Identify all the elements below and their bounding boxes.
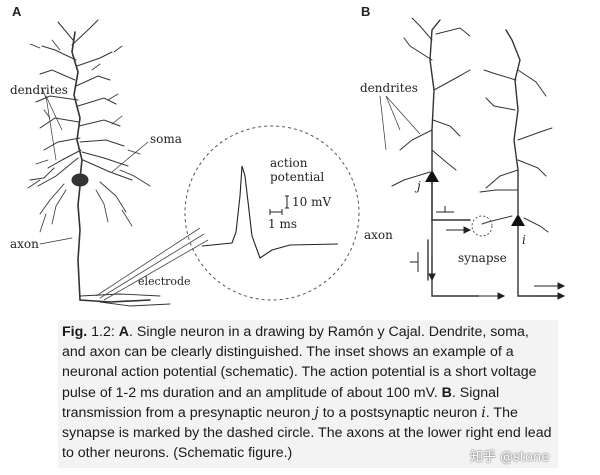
synapse-circle bbox=[471, 215, 493, 237]
neuron-i-label: i bbox=[522, 233, 526, 247]
caption-part-d: . The synapse is marked by the dashed ci… bbox=[62, 404, 552, 462]
neuron-drawing bbox=[27, 19, 171, 307]
caption-part-c: to a postsynaptic neuron bbox=[318, 404, 482, 421]
panel-b-dendrite-pointers bbox=[379, 95, 421, 151]
electrode bbox=[95, 227, 209, 301]
voltage-scale-label: 10 mV bbox=[292, 195, 331, 209]
neuron-i bbox=[479, 29, 561, 297]
panel-b-synapse-label: synapse bbox=[458, 251, 507, 265]
caption-part-b: . Signal transmission from a presynaptic… bbox=[62, 384, 500, 421]
caption-a-label: A bbox=[118, 324, 130, 340]
watermark-text: 知乎 @stone bbox=[470, 450, 550, 465]
caption-b-label: B bbox=[441, 384, 452, 401]
panel-a-soma-label: soma bbox=[150, 132, 182, 146]
neuron-j bbox=[391, 17, 479, 297]
panel-a-axon-label: axon bbox=[10, 237, 39, 251]
action-potential-trace bbox=[201, 165, 339, 259]
inset-circle bbox=[184, 125, 360, 301]
soma-i bbox=[511, 214, 525, 226]
neuron-figure: A dendrites soma axon electrode action p… bbox=[10, 4, 566, 307]
scale-bars bbox=[269, 195, 289, 215]
inset-title-line2: potential bbox=[270, 170, 324, 184]
panel-b-letter: B bbox=[361, 4, 370, 19]
neuron-j-label: j bbox=[414, 179, 421, 193]
signal-arrows bbox=[410, 206, 566, 300]
panel-a-electrode-label: electrode bbox=[138, 275, 191, 288]
caption-var-i: i bbox=[481, 404, 486, 421]
caption-var-j: j bbox=[314, 404, 319, 421]
panel-a-letter: A bbox=[12, 4, 22, 19]
caption-fig-label: Fig. bbox=[62, 324, 88, 340]
caption-text: Fig. 1.2: A. Single neuron in a drawing … bbox=[58, 320, 558, 463]
inset-title-line1: action bbox=[270, 156, 308, 170]
panel-b-dendrites-label: dendrites bbox=[360, 81, 418, 95]
panel-b-axon-label: axon bbox=[364, 228, 393, 242]
caption-fig-number: 1.2: bbox=[87, 324, 119, 340]
caption-part-a: . Single neuron in a drawing by Ramón y … bbox=[62, 324, 537, 401]
panel-a-dendrites-label: dendrites bbox=[10, 83, 68, 97]
soma-j bbox=[425, 170, 439, 182]
figure-caption: Fig. 1.2: A. Single neuron in a drawing … bbox=[58, 320, 558, 468]
time-scale-label: 1 ms bbox=[268, 217, 297, 231]
